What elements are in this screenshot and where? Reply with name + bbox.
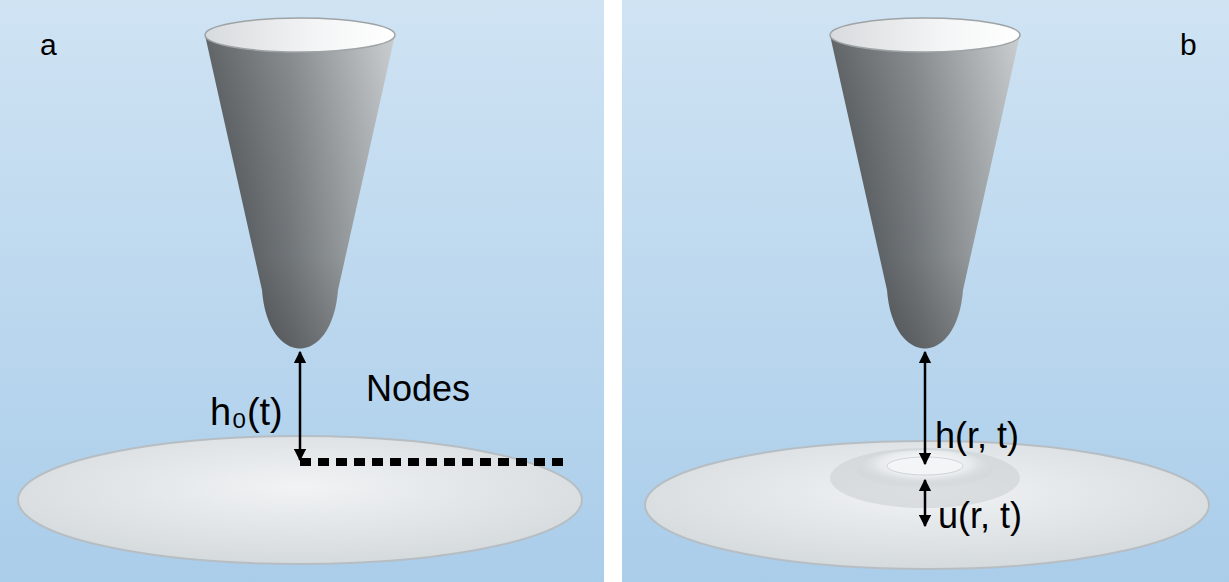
afm-tip — [830, 35, 1020, 349]
tip-opening — [205, 18, 395, 52]
distance-arrow — [924, 352, 927, 464]
panel-letter: a — [40, 30, 57, 60]
membrane-disk — [645, 441, 1209, 569]
afm-tip — [205, 35, 395, 349]
symbol-label: h(r, t) — [935, 418, 1019, 454]
annotation-label: Nodes — [366, 371, 470, 407]
symbol-label: u(r, t) — [938, 498, 1022, 534]
panel-letter: b — [1180, 30, 1197, 60]
nodes-line — [300, 458, 566, 466]
panel-gap — [604, 0, 622, 582]
panel-background — [0, 0, 604, 582]
distance-arrow — [299, 352, 302, 460]
symbol-label: h₀(t) — [210, 393, 283, 431]
deformation-arrow — [924, 480, 927, 526]
tip-opening — [830, 18, 1020, 52]
panel-background — [622, 0, 1229, 582]
